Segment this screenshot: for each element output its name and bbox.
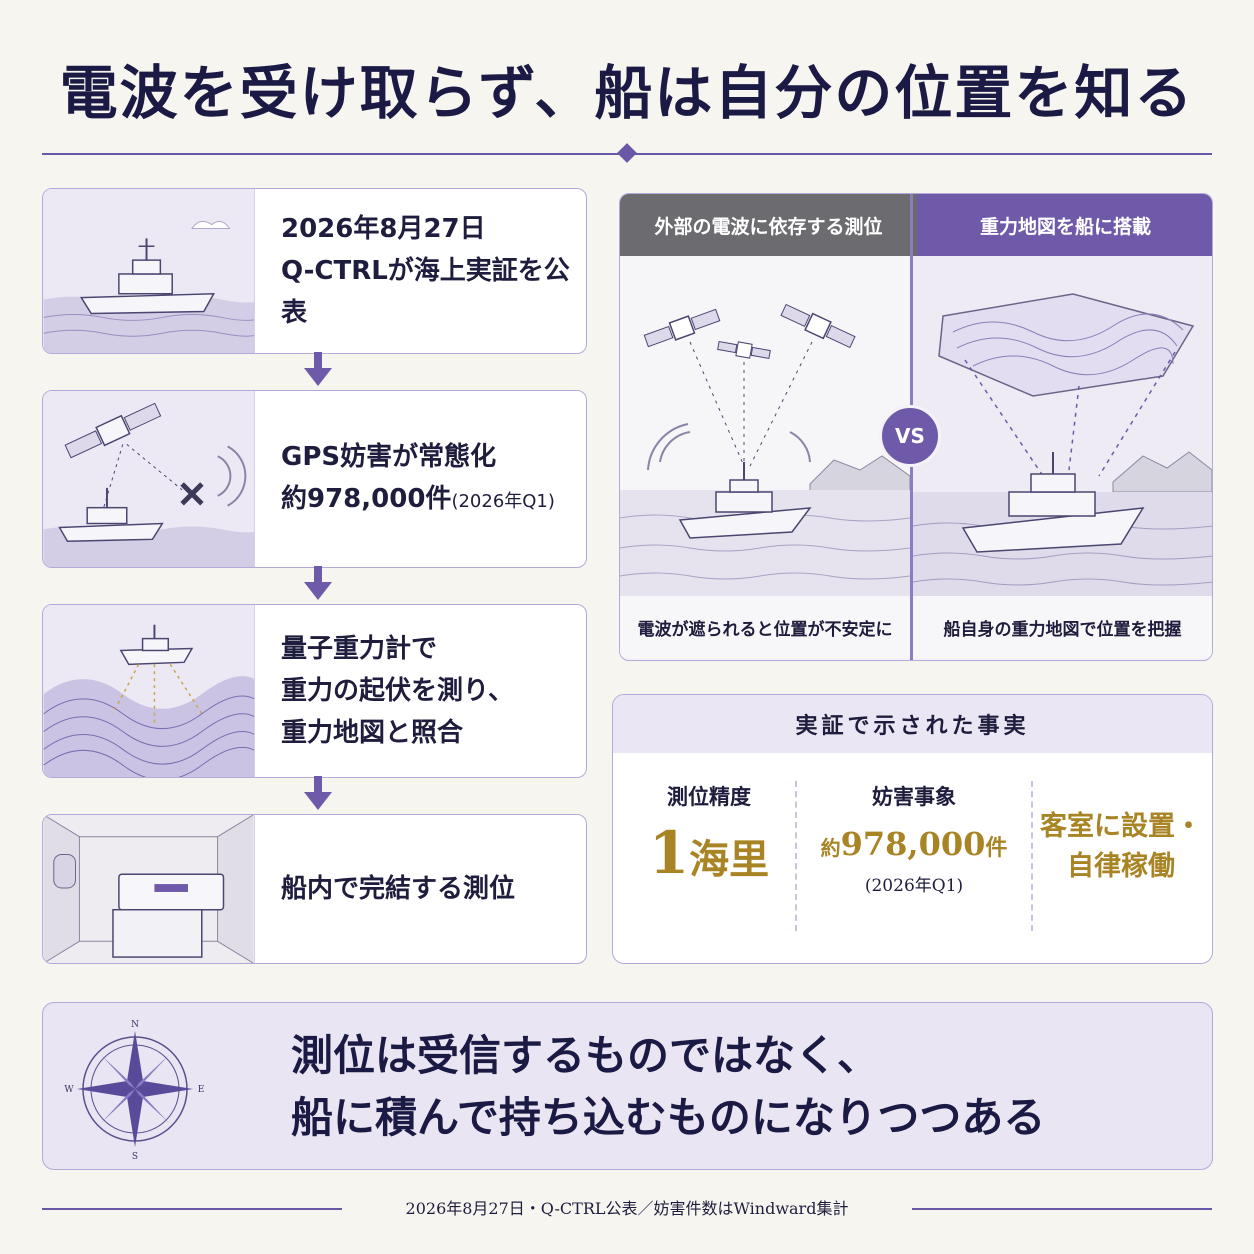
arrow-down-icon — [304, 776, 332, 810]
footer-rule-right — [912, 1208, 1212, 1210]
compass-south-label: S — [132, 1152, 138, 1161]
gravity-map-illustration — [913, 256, 1212, 596]
fact-installation: 客室に設置・ 自律稼働 — [1033, 807, 1209, 963]
footer-source: 2026年8月27日・Q-CTRL公表／妨害件数はWindward集計 — [405, 1199, 849, 1218]
external-signal-caption: 電波が遮られると位置が不安定に — [620, 596, 910, 658]
step2-headline: GPS妨害が常態化 — [281, 441, 497, 472]
vs-badge: VS — [879, 405, 941, 467]
compass-north-label: N — [131, 1020, 139, 1030]
external-signal-header: 外部の電波に依存する測位 — [620, 194, 917, 256]
fact-jamming-label: 妨害事象 — [872, 785, 956, 809]
fact-jamming-value: 約978,000件 — [820, 825, 1008, 863]
jamming-period: (2026年Q1) — [451, 490, 555, 512]
onboard-map-header: 重力地図を船に搭載 — [917, 194, 1212, 256]
fact-jamming-note: (2026年Q1) — [864, 876, 964, 896]
step-gps-jamming: GPS妨害が常態化 約978,000件(2026年Q1) — [42, 390, 587, 568]
page-title: 電波を受け取らず、船は自分の位置を知る — [59, 59, 1195, 127]
step1-headline: Q-CTRLが海上実証を公表 — [281, 256, 570, 328]
compass-rose-icon: N S E W — [64, 1020, 205, 1161]
step1-date: 2026年8月27日 — [281, 214, 486, 244]
jammed-satellite-illustration — [43, 391, 255, 567]
conclusion-text: 測位は受信するものではなく、 船に積んで持ち込むものになりつつある — [291, 1025, 1192, 1149]
conclusion-banner: N S E W 測位は受信するものではなく、 船に積んで持ち込むものになりつつあ… — [42, 1002, 1213, 1170]
step3-line3: 重力地図と照合 — [281, 718, 464, 748]
fact-jamming: 妨害事象 約978,000件 (2026年Q1) — [797, 775, 1031, 935]
fact-separator — [795, 781, 797, 931]
footer-rule-left — [42, 1208, 342, 1210]
step-announcement: 2026年8月27日 Q-CTRLが海上実証を公表 — [42, 188, 587, 354]
facts-panel: 実証で示された事実 測位精度 1海里 妨害事象 約978,000件 (2026年… — [612, 694, 1213, 964]
gravity-terrain-illustration — [43, 605, 255, 777]
fact-accuracy: 測位精度 1海里 — [623, 775, 795, 935]
step4-headline: 船内で完結する測位 — [281, 874, 516, 904]
step-quantum-gravimeter: 量子重力計で 重力の起伏を測り、 重力地図と照合 — [42, 604, 587, 778]
step3-line2: 重力の起伏を測り、 — [281, 676, 514, 706]
step-onboard-positioning: 船内で完結する測位 — [42, 814, 587, 964]
step2-count-line: 約978,000件(2026年Q1) — [281, 478, 576, 523]
onboard-map-caption: 船自身の重力地図で位置を把握 — [913, 596, 1212, 658]
facts-header: 実証で示された事実 — [613, 695, 1212, 753]
fact-accuracy-label: 測位精度 — [667, 785, 751, 809]
conclusion-line2: 船に積んで持ち込むものになりつつある — [291, 1093, 1046, 1142]
cabin-device-illustration — [43, 815, 255, 963]
compass-west-label: W — [64, 1085, 74, 1095]
compass-east-label: E — [198, 1085, 205, 1095]
fact-accuracy-value: 1海里 — [648, 819, 770, 887]
ship-illustration — [43, 189, 255, 353]
conclusion-line1: 測位は受信するものではなく、 — [291, 1031, 880, 1080]
step3-line1: 量子重力計で — [281, 634, 438, 664]
fact-separator — [1031, 781, 1033, 931]
fact-installation-line2: 自律稼働 — [1067, 851, 1175, 882]
title-diamond-ornament — [617, 143, 637, 163]
comparison-panel: 外部の電波に依存する測位 重力地図を船に搭載 — [619, 193, 1213, 661]
satellite-positioning-illustration — [620, 256, 910, 596]
arrow-down-icon — [304, 566, 332, 600]
fact-installation-line1: 客室に設置・ — [1040, 811, 1202, 842]
arrow-down-icon — [304, 352, 332, 386]
jamming-count: 約978,000件 — [281, 483, 452, 514]
